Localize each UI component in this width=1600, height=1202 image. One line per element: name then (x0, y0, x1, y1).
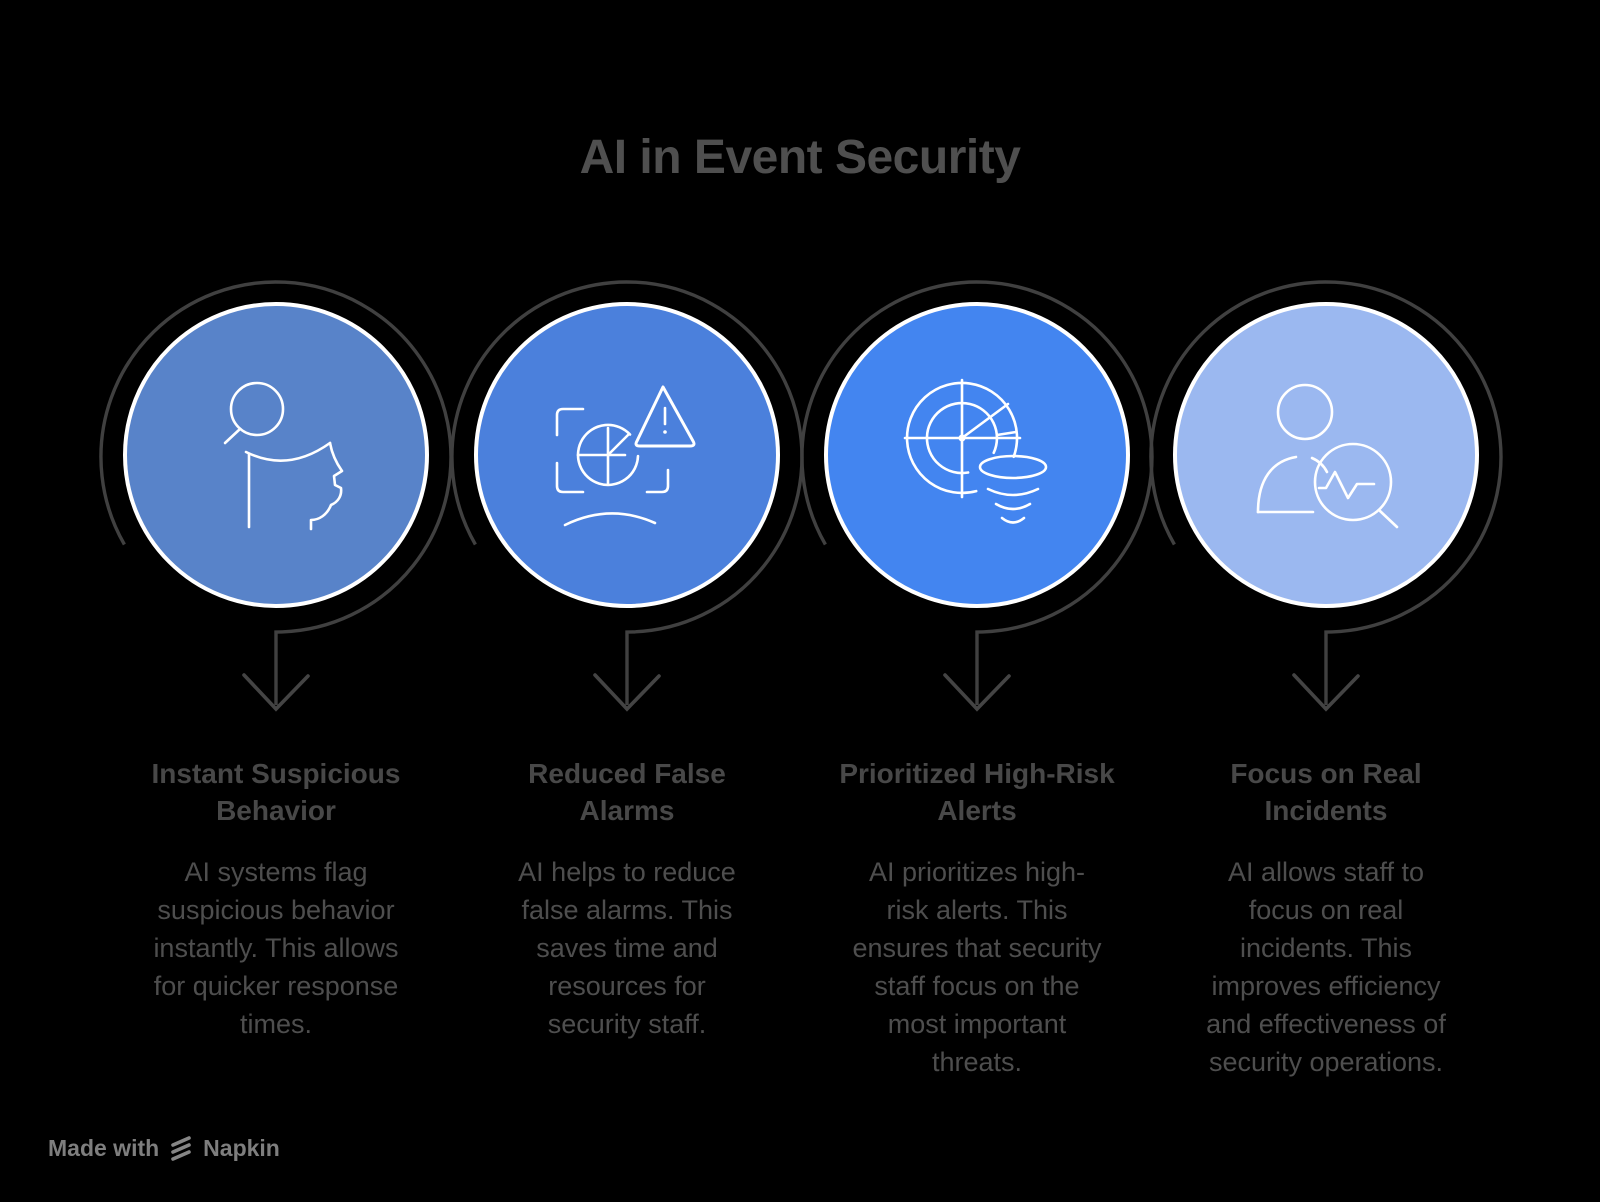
swoosh-ring (1149, 280, 1503, 705)
page-title: AI in Event Security (579, 131, 1021, 184)
down-arrow-icon (943, 673, 1011, 712)
napkin-logo-icon (171, 1136, 191, 1161)
swoosh-ring (800, 280, 1154, 705)
feature-heading: Focus on Real Incidents (1230, 758, 1422, 826)
feature-column-instant-suspicious-behavior: Instant Suspicious Behavior AI systems f… (96, 0, 456, 1202)
made-with-label: Made with (48, 1134, 160, 1161)
feature-heading: Instant Suspicious Behavior (151, 758, 401, 826)
feature-circle (824, 302, 1130, 608)
feature-column-focus-on-real-incidents: Focus on Real Incidents AI allows staff … (1146, 0, 1506, 1202)
watermark: Made with Napkin (48, 1133, 280, 1163)
feature-badge (450, 280, 804, 712)
feature-description: AI allows staff to focus on real inciden… (1206, 857, 1446, 1077)
feature-heading: Prioritized High-Risk Alerts (839, 758, 1115, 826)
napkin-brand-label: Napkin (203, 1134, 280, 1161)
down-arrow-icon (1292, 673, 1360, 712)
swoosh-ring (99, 280, 453, 705)
swoosh-ring (450, 280, 804, 705)
feature-badge (800, 280, 1154, 712)
person-incident-magnifier-icon (1256, 383, 1399, 529)
suspicious-person-magnifier-icon (223, 381, 344, 531)
feature-circle (474, 302, 780, 608)
feature-description: AI helps to reduce false alarms. This sa… (518, 857, 736, 1039)
feature-badge (1149, 280, 1503, 712)
feature-heading: Reduced False Alarms (528, 758, 726, 826)
feature-badge (99, 280, 453, 712)
feature-description: AI prioritizes high- risk alerts. This e… (852, 857, 1102, 1077)
down-arrow-icon (242, 673, 310, 712)
feature-circle (123, 302, 429, 608)
false-alarm-warning-icon (555, 385, 696, 527)
radar-priority-funnel-icon (903, 378, 1048, 524)
feature-column-prioritized-high-risk-alerts: Prioritized High-Risk Alerts AI prioriti… (797, 0, 1157, 1202)
down-arrow-icon (593, 673, 661, 712)
feature-column-reduced-false-alarms: Reduced False Alarms AI helps to reduce … (447, 0, 807, 1202)
feature-description: AI systems flag suspicious behavior inst… (153, 857, 399, 1039)
